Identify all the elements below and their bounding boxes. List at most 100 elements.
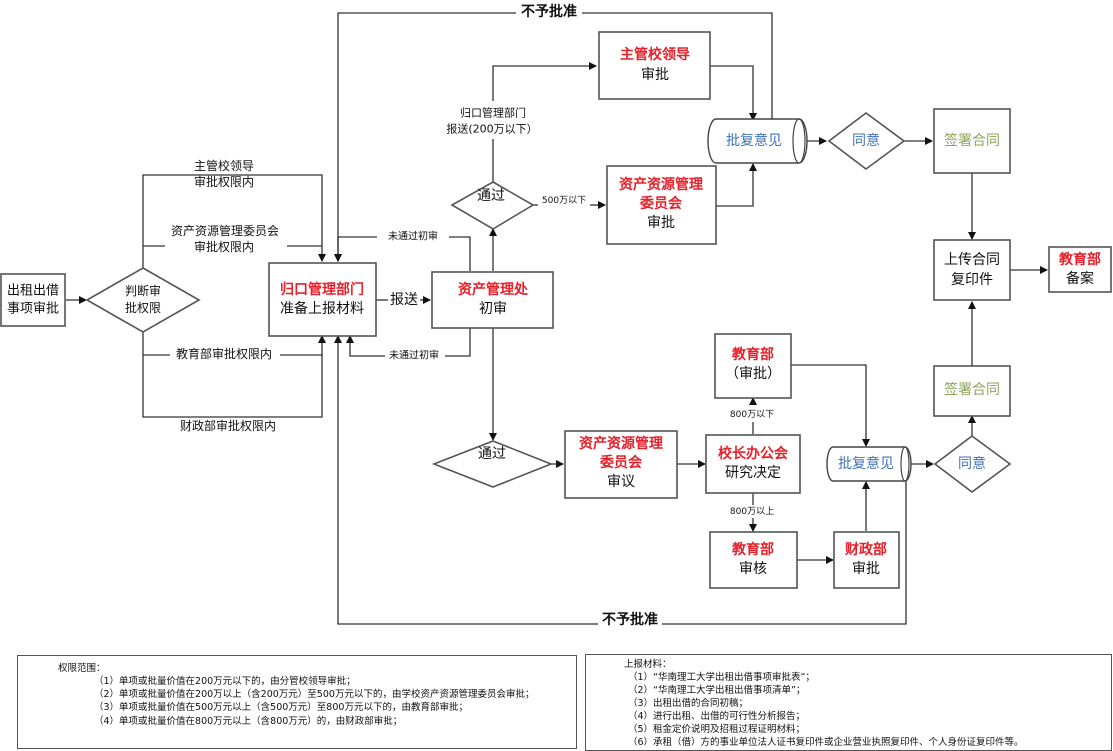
node-president: 校长办公会 研究决定: [705, 434, 801, 494]
node-pass-top-label: 通过: [477, 188, 505, 204]
label-reject-bottom-bg: [598, 614, 662, 632]
node-committee-bottom-action: 审议: [607, 474, 635, 490]
node-moe-review: 教育部 审核: [709, 531, 798, 589]
node-committee-top-1: 资产资源管理: [619, 176, 703, 193]
node-reply-top-label: 批复意见: [726, 132, 782, 149]
label-fail-bottom: 未通过初审: [389, 349, 439, 362]
authority-note-item: （1）单项或批量价值在200万元以下的，由分管校领导审批；: [94, 676, 356, 687]
label-moe-scope-bg: [170, 346, 280, 361]
node-prepare-dept: 归口管理部门: [280, 281, 364, 298]
arrow-committee-to-reply: [716, 163, 757, 207]
node-leader-action: 审批: [641, 67, 669, 83]
node-initial-review-dept: 资产管理处: [458, 281, 529, 298]
authority-note-item: （3）单项或批量价值在500万元以上（含500万元）至800万元以下的，由教育部…: [94, 702, 468, 713]
node-moe-file-dept: 教育部: [1059, 251, 1101, 268]
label-fail-top-bg: [377, 231, 449, 243]
node-start: 出租出借 事项审批: [0, 273, 66, 327]
label-mof-scope: 财政部审批权限内: [180, 418, 276, 433]
node-agree-bottom: 同意: [933, 435, 1012, 493]
node-mof-dept: 财政部: [844, 541, 887, 558]
node-reply-bottom-label: 批复意见: [838, 455, 894, 472]
node-prepare: 归口管理部门 准备上报材料: [268, 262, 377, 337]
arrow-leader-to-reply: [710, 65, 757, 121]
arrow-reject-top: [334, 12, 516, 262]
node-start-line2: 事项审批: [7, 302, 59, 317]
label-committee-scope-2: 审批权限内: [194, 239, 254, 254]
node-pass-bottom: 通过: [431, 440, 554, 488]
node-judge-line2: 批权限: [125, 300, 161, 315]
arrow-leader-scope: [142, 174, 326, 268]
node-president-action: 研究决定: [725, 465, 781, 481]
label-moe-scope: 教育部审批权限内: [176, 346, 272, 361]
authority-note-item: （2）单项或批量价值在200万以上（含200万元）至500万元以下的，由学校资产…: [94, 689, 535, 700]
materials-note-item: （5）租金定价说明及招租过程证明材料；: [628, 724, 806, 735]
node-upload: 上传合同 复印件: [933, 239, 1011, 301]
node-committee-bottom: 资产资源管理 委员会 审议: [564, 430, 678, 499]
line-reject-top-a: [582, 12, 773, 120]
label-submit: 报送: [390, 292, 418, 308]
node-initial-review-action: 初审: [479, 300, 507, 317]
arrow-moe-approve-to-reply: [791, 364, 870, 447]
label-route-200-2: 报送(200万以下）: [446, 122, 537, 136]
materials-note-item: （4）进行出租、出借的可行性分析报告；: [628, 711, 806, 722]
node-initial-review: 资产管理处 初审: [431, 271, 554, 329]
materials-note-item: （2）“华南理工大学出租出借事项清单”；: [628, 685, 806, 696]
node-pass-top: 通过: [450, 181, 535, 230]
node-moe-approve: 教育部 （审批）: [714, 333, 792, 399]
materials-note: 上报材料： （1）“华南理工大学出租出借事项审批表”； （2）“华南理工大学出租…: [585, 654, 1112, 751]
authority-note-item: （4）单项或批量价值在800万元以上（含800万元）的，由财政部审批；: [94, 716, 403, 727]
label-committee-scope-1: 资产资源管理委员会: [171, 223, 279, 238]
node-mof-action: 审批: [852, 561, 880, 577]
node-judge-line1: 判断审: [125, 283, 161, 298]
node-leader-title: 主管校领导: [620, 46, 690, 63]
materials-note-item: （1）“华南理工大学出租出借事项审批表”；: [628, 672, 815, 683]
label-reject-bottom: 不予批准: [602, 611, 658, 628]
authority-note-title: 权限范围：: [58, 663, 106, 674]
label-reject-top-bg: [516, 4, 582, 22]
label-route-200-bg: [446, 101, 540, 139]
node-agree-top-label: 同意: [852, 132, 880, 149]
node-president-title: 校长办公会: [718, 445, 789, 462]
line-reject-bottom-a: [662, 464, 907, 625]
materials-note-item: （6）承租（借）方的事业单位法人证书复印件或企业营业执照复印件、个人身份证复印件…: [628, 737, 1024, 748]
node-committee-top-2: 委员会: [639, 195, 683, 212]
node-moe-file-action: 备案: [1066, 270, 1094, 287]
node-leader: 主管校领导 审批: [598, 31, 711, 100]
connectors: [66, 12, 1048, 625]
node-sign-top: 签署合同: [933, 108, 1011, 174]
node-start-line1: 出租出借: [7, 284, 59, 299]
node-moe-file: 教育部 备案: [1048, 246, 1112, 293]
label-reject-top: 不予批准: [521, 3, 577, 20]
label-leader-scope-2: 审批权限内: [194, 174, 254, 189]
node-upload-line2: 复印件: [951, 271, 993, 288]
node-sign-bottom: 签署合同: [933, 365, 1011, 417]
label-under-800: 800万以下: [730, 410, 774, 420]
materials-note-title: 上报材料：: [624, 659, 672, 670]
node-committee-top: 资产资源管理 委员会 审批: [606, 165, 717, 245]
label-leader-scope-1: 主管校领导: [194, 158, 254, 173]
node-judge: 判断审 批权限: [85, 267, 201, 333]
label-under-500: 500万以下: [542, 196, 586, 206]
node-agree-bottom-label: 同意: [958, 455, 986, 472]
node-reply-top: 批复意见: [707, 118, 808, 164]
node-committee-bottom-2: 委员会: [599, 454, 643, 471]
label-route-200-1: 归口管理部门: [460, 106, 526, 120]
node-pass-bottom-label: 通过: [478, 446, 506, 462]
node-sign-bottom-label: 签署合同: [944, 381, 1000, 398]
node-committee-top-action: 审批: [647, 215, 675, 231]
node-committee-bottom-1: 资产资源管理: [579, 435, 663, 452]
authority-note: 权限范围： （1）单项或批量价值在200万元以下的，由分管校领导审批； （2）单…: [17, 655, 577, 749]
node-moe-review-action: 审核: [739, 561, 767, 577]
materials-note-item: （3）出租出借的合同初稿；: [628, 698, 749, 709]
label-over-800: 800万以上: [730, 506, 774, 517]
node-agree-top: 同意: [827, 112, 906, 170]
node-reply-bottom: 批复意见: [826, 446, 912, 482]
label-fail-bottom-bg: [385, 350, 445, 362]
node-prepare-action: 准备上报材料: [280, 300, 364, 317]
node-mof: 财政部 审批: [833, 531, 900, 589]
node-sign-top-label: 签署合同: [944, 132, 1000, 149]
arrow-to-leader: [492, 62, 597, 182]
node-moe-approve-dept: 教育部: [732, 346, 774, 363]
arrow-mof-scope: [142, 332, 326, 418]
